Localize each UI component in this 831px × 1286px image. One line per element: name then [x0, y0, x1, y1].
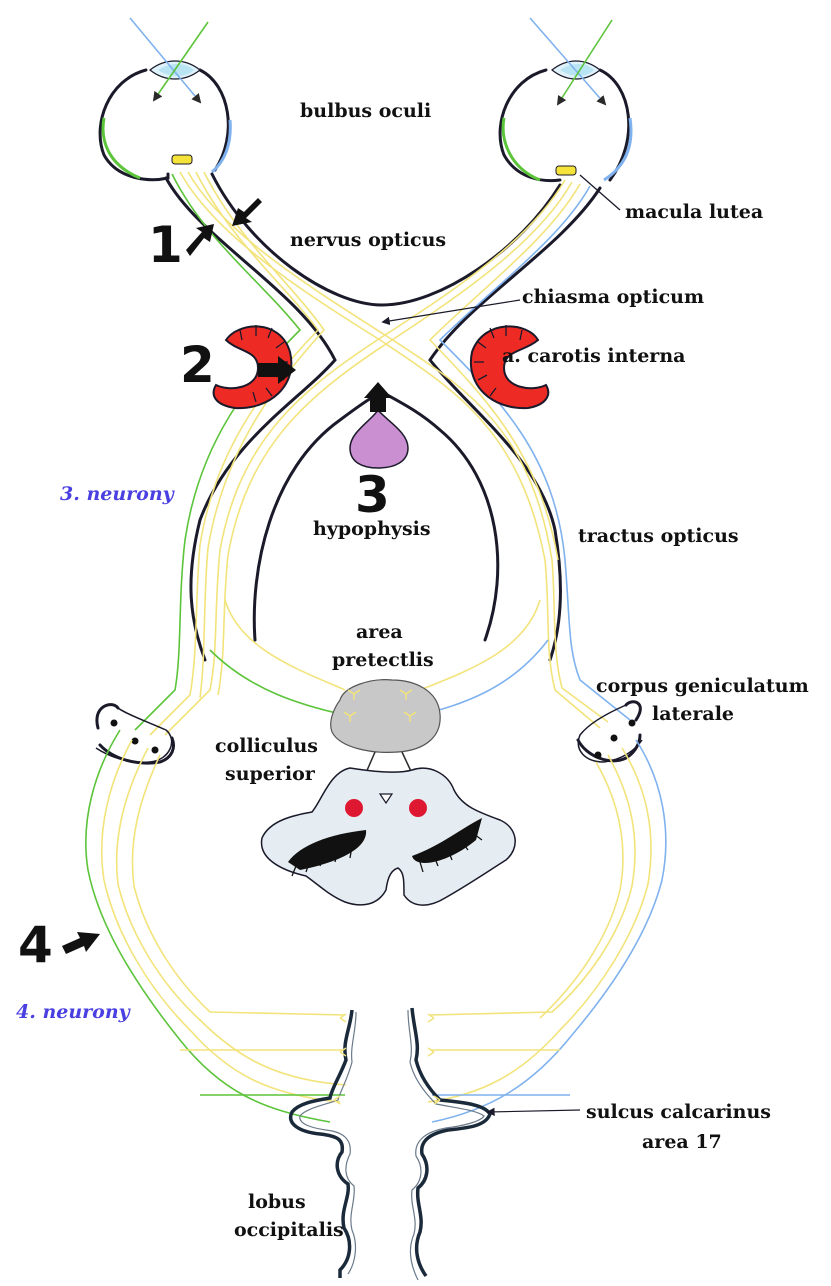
label-area-pretectlis-line2: pretectlis — [332, 649, 434, 671]
label-lobus-occipitalis-line1: lobus — [248, 1191, 306, 1213]
neuron-dot-icon — [611, 735, 618, 742]
label-colliculus-line2: superior — [225, 763, 316, 785]
area-pretectalis-shape — [331, 680, 440, 753]
label-4-neurony: 4. neurony — [16, 1001, 132, 1023]
arrow-icon — [364, 382, 392, 412]
label-corpus-geniculatum-line1: corpus geniculatum — [596, 675, 809, 697]
label-carotis-interna: a. carotis interna — [502, 345, 685, 367]
neuron-dot-icon — [152, 747, 159, 754]
label-macula-lutea: macula lutea — [625, 201, 763, 223]
label-tractus-opticus: tractus opticus — [578, 525, 739, 547]
arrow-icon — [62, 932, 100, 954]
right-lgn — [578, 702, 642, 762]
label-lobus-occipitalis-line2: occipitalis — [234, 1219, 344, 1241]
midbrain-section — [262, 768, 516, 905]
svg-text:4: 4 — [18, 916, 53, 974]
svg-text:1: 1 — [148, 216, 183, 274]
right-macula — [556, 166, 576, 175]
label-hypophysis: hypophysis — [313, 518, 431, 540]
label-corpus-geniculatum-line2: laterale — [652, 703, 734, 725]
neuron-dot-icon — [595, 752, 602, 759]
svg-text:2: 2 — [180, 336, 215, 394]
right-eye-icon — [500, 18, 631, 181]
sulcus-pointer — [488, 1110, 580, 1112]
left-eye-icon — [100, 18, 230, 180]
label-chiasma-opticum: chiasma opticum — [522, 286, 704, 308]
label-colliculus-line1: colliculus — [215, 735, 318, 757]
arrow-icon — [186, 224, 214, 256]
neuron-dot-icon — [629, 720, 636, 727]
left-macula — [172, 155, 192, 164]
neuron-dot-icon — [111, 720, 118, 727]
label-3-neurony: 3. neurony — [60, 483, 176, 505]
label-nervus-opticus: nervus opticus — [290, 229, 446, 251]
hypophysis-shape — [350, 410, 408, 468]
label-area-pretectlis-line1: area — [356, 621, 403, 643]
lesion-marker-4: 4 — [18, 916, 100, 974]
label-sulcus-calcarinus-line2: area 17 — [642, 1131, 722, 1153]
left-lgn — [96, 705, 174, 763]
svg-text:3: 3 — [355, 466, 390, 524]
neuron-dot-icon — [132, 738, 139, 745]
label-sulcus-calcarinus-line1: sulcus calcarinus — [586, 1101, 771, 1123]
label-bulbus-oculi: bulbus oculi — [300, 100, 431, 122]
